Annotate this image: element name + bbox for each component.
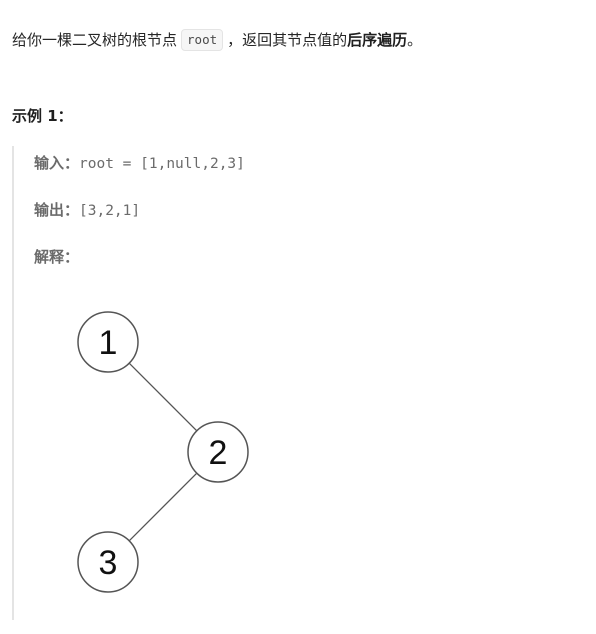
description-text-3: 。 — [407, 31, 423, 49]
tree-edge-n1-n2 — [128, 362, 198, 432]
input-value: root = [1,null,2,3] — [79, 156, 245, 172]
output-value: [3,2,1] — [79, 203, 141, 219]
tree-edge-n2-n3 — [128, 472, 198, 542]
tree-node-label: 2 — [209, 434, 228, 472]
input-label: 输入： — [34, 154, 80, 172]
example-block: 输入：root = [1,null,2,3] 输出：[3,2,1] 解释： 1 2… — [12, 146, 574, 620]
output-label: 输出： — [34, 201, 80, 219]
tree-node-circle — [77, 531, 139, 593]
description-bold-text: 后序遍历 — [347, 31, 408, 49]
example-title: 示例 1： — [12, 107, 73, 125]
tree-node-2: 2 — [187, 421, 249, 483]
tree-nodes: 1 2 3 — [77, 311, 249, 593]
description-text-2: ，返回其节点值的 — [227, 31, 348, 49]
binary-tree-diagram: 1 2 3 — [77, 311, 249, 593]
tree-node-3: 3 — [77, 531, 139, 593]
example-input-line: 输入：root = [1,null,2,3] — [34, 151, 245, 176]
example-output-line: 输出：[3,2,1] — [34, 198, 140, 223]
root-code: root — [181, 29, 224, 51]
tree-node-circle — [187, 421, 249, 483]
tree-node-label: 1 — [99, 324, 118, 362]
tree-node-label: 3 — [99, 544, 118, 582]
explanation-label: 解释： — [34, 248, 80, 266]
tree-edges — [128, 362, 198, 542]
description-text-1: 给你一棵二叉树的根节点 — [12, 31, 178, 49]
example-explanation-line: 解释： — [34, 245, 79, 269]
tree-node-circle — [77, 311, 139, 373]
tree-node-1: 1 — [77, 311, 139, 373]
